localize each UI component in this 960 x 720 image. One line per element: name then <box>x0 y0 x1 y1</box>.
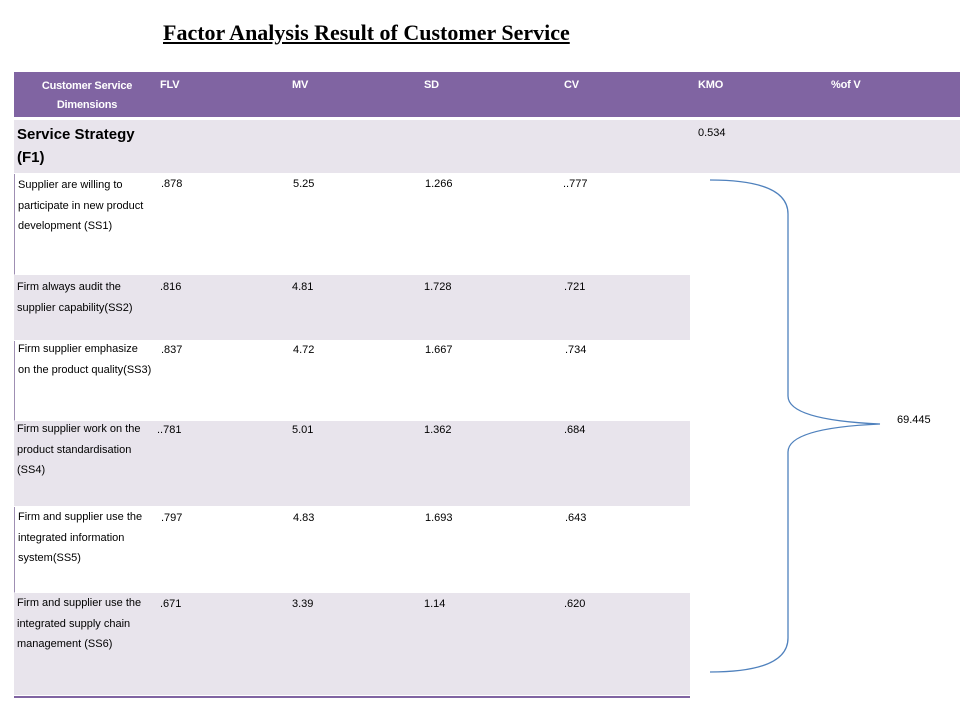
header-cv: CV <box>564 79 579 91</box>
row-label: Firm and supplier use the integrated sup… <box>17 597 142 650</box>
table-row: Firm supplier work on the product standa… <box>14 421 690 507</box>
header-flv: FLV <box>160 79 180 91</box>
row-cv: ..777 <box>563 178 588 190</box>
row-mv: 3.39 <box>292 598 314 610</box>
table-header: Customer Service Dimensions FLV MV SD CV… <box>14 72 960 120</box>
header-pct-v: %of V <box>831 79 861 91</box>
row-label: Firm supplier work on the product standa… <box>17 423 141 476</box>
row-mv: 5.25 <box>293 178 315 190</box>
row-flv: .797 <box>161 512 183 524</box>
row-sd: 1.14 <box>424 598 446 610</box>
row-sd: 1.362 <box>424 424 452 436</box>
row-mv: 4.83 <box>293 512 315 524</box>
factor-analysis-table: Customer Service Dimensions FLV MV SD CV… <box>14 72 960 698</box>
header-mv: MV <box>292 79 309 91</box>
section-pct-v: 69.445 <box>897 414 931 426</box>
row-mv: 4.81 <box>292 281 314 293</box>
table-row: Firm always audit the supplier capabilit… <box>14 275 690 341</box>
row-mv: 5.01 <box>292 424 314 436</box>
row-sd: 1.728 <box>424 281 452 293</box>
row-cv: .721 <box>564 281 586 293</box>
row-flv: .816 <box>160 281 182 293</box>
table-row: Firm and supplier use the integrated sup… <box>14 593 690 696</box>
row-cv: .620 <box>564 598 586 610</box>
header-dimensions: Customer Service Dimensions <box>41 80 133 111</box>
row-sd: 1.266 <box>425 178 453 190</box>
row-label: Firm always audit the supplier capabilit… <box>17 281 133 314</box>
row-label: Firm and supplier use the integrated inf… <box>18 511 143 564</box>
page-title: Factor Analysis Result of Customer Servi… <box>163 20 570 45</box>
table-bottom-rule <box>14 696 690 698</box>
row-label: Firm supplier emphasize on the product q… <box>18 343 152 376</box>
section-kmo: 0.534 <box>698 127 726 139</box>
row-cv: .643 <box>565 512 587 524</box>
section-label: Service Strategy (F1) <box>17 126 135 166</box>
header-sd: SD <box>424 79 439 91</box>
table-row: Firm and supplier use the integrated inf… <box>14 507 690 593</box>
section-row: Service Strategy (F1) 0.534 <box>14 120 960 174</box>
curly-brace-icon <box>709 179 881 673</box>
row-label: Supplier are willing to participate in n… <box>18 179 144 232</box>
row-mv: 4.72 <box>293 344 315 356</box>
row-flv: ..781 <box>157 424 182 436</box>
row-cv: .684 <box>564 424 586 436</box>
header-kmo: KMO <box>698 79 724 91</box>
row-sd: 1.693 <box>425 512 453 524</box>
table-row: Firm supplier emphasize on the product q… <box>14 341 690 421</box>
row-flv: .837 <box>161 344 183 356</box>
table-row: Supplier are willing to participate in n… <box>14 174 690 275</box>
row-sd: 1.667 <box>425 344 453 356</box>
merged-kmo-pctv-cell: 69.445 <box>690 174 960 698</box>
row-flv: .878 <box>161 178 183 190</box>
row-cv: .734 <box>565 344 587 356</box>
row-flv: .671 <box>160 598 182 610</box>
